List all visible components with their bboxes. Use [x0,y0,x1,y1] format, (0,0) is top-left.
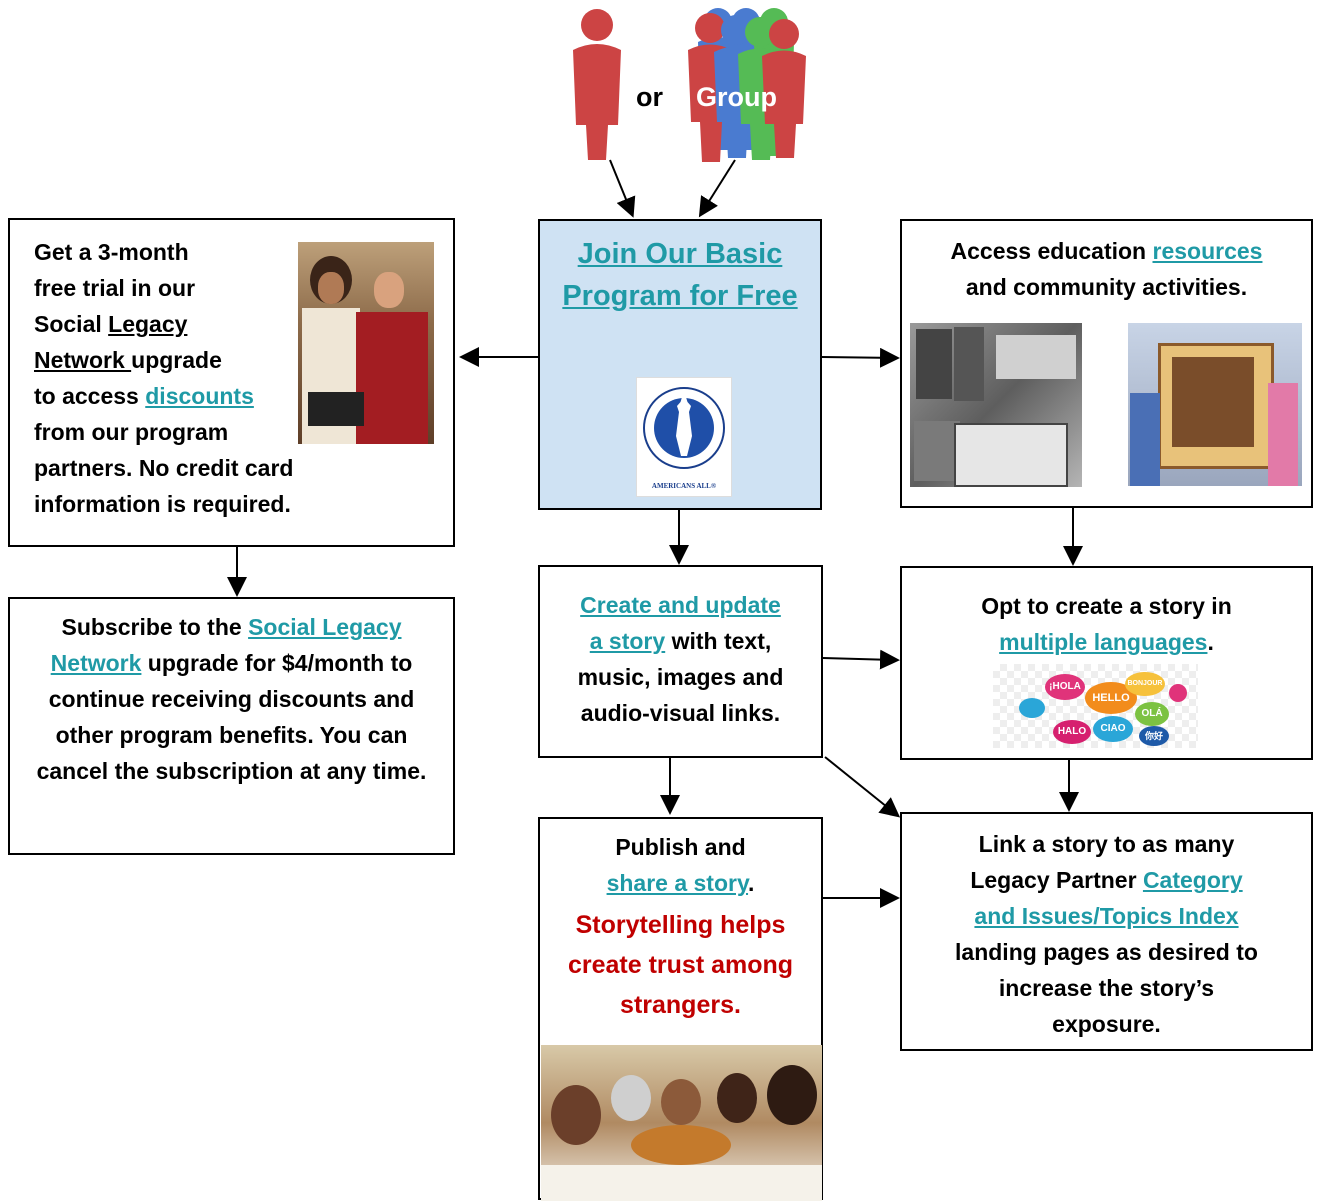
publish-period: . [748,870,755,896]
trial-line-6: from our program [34,419,229,445]
subscribe-box: Subscribe to the Social Legacy Network u… [8,597,455,855]
resources-line-2: and community activities. [965,274,1248,300]
trial-line-5: to access discounts [34,378,453,414]
link-line-2: Legacy Partner Category [902,862,1311,898]
language-bubbles-image: ¡HOLA HELLO BONJOUR OLÁ CIAO HALO 你好 [993,664,1198,748]
link-line-1: Link a story to as many [978,831,1235,857]
resources-line-1: Access education resources [902,233,1311,269]
trial-line-3-text: Social [34,311,109,337]
or-label: or [636,82,663,112]
link-line-4: landing pages as desired to increase the… [955,939,1258,1037]
trial-line-3: Social Legacy [34,306,453,342]
storytelling-message: Storytelling helps create trust among st… [567,911,794,1019]
create-line-1: Create and update [540,587,821,623]
bubble-ciao: CIAO [1093,716,1133,742]
legacy-link[interactable]: Legacy [108,311,188,337]
trial-line-7: partners. No credit card [34,455,294,481]
a-story-link[interactable]: a story [589,628,666,654]
share-story-link[interactable]: share a story [606,870,749,896]
create-line-2-text: with text, [665,628,772,654]
discounts-link[interactable]: discounts [145,383,254,409]
free-trial-box: Get a 3-month free trial in our Social L… [8,218,455,547]
languages-line-2: multiple languages. [902,624,1311,660]
cafe-staff-photo [298,242,434,444]
group-people-icon [688,8,806,162]
group-label: Group [696,82,777,112]
languages-period: . [1207,629,1214,655]
multiple-languages-link[interactable]: multiple languages [999,629,1208,655]
resources-text: Access education [950,238,1153,264]
create-line-4: audio-visual links. [580,700,781,726]
network-link[interactable]: Network [34,347,132,373]
create-story-box: Create and update a story with text, mus… [538,565,823,758]
trial-line-5-text: to access [34,383,146,409]
join-program-box: Join Our Basic Program for Free AMERICAN… [538,219,822,510]
arrow-create-to-languages [822,649,900,670]
social-legacy-link[interactable]: Social Legacy [248,614,402,640]
historical-collage-photo [910,323,1082,487]
link-line-2-text: Legacy Partner [970,867,1143,893]
bubble-nihao: 你好 [1139,726,1169,746]
bubble-halo: HALO [1053,720,1091,744]
students-exhibit-photo [1128,323,1302,486]
family-dinner-photo [541,1045,822,1201]
trial-line-2: free trial in our [34,275,196,301]
heritage-badge: AMERICANS ALL® [636,377,732,497]
publish-line-2: share a story. [540,865,821,901]
trial-line-4: Network upgrade [34,342,453,378]
arrow-join-to-resources [821,347,900,368]
category-link[interactable]: Category [1142,867,1243,893]
join-program-link[interactable]: Join Our Basic Program for Free [562,238,798,312]
create-line-3: music, images and [577,664,784,690]
create-line-2: a story with text, [540,623,821,659]
trial-line-8: information is required. [34,491,291,517]
publish-box: Publish and share a story. Storytelling … [538,817,823,1201]
languages-line-1: Opt to create a story in [981,593,1232,619]
trial-line-1: Get a 3-month [34,239,189,265]
people-figures [573,8,806,162]
resources-link[interactable]: resources [1152,238,1263,264]
arrow-create-to-link [824,756,901,818]
publish-line-1: Publish and [615,834,746,860]
subscribe-text-post: upgrade for $4/month to continue receivi… [36,650,427,784]
trial-line-4-text: upgrade [131,347,222,373]
bubble-hola: ¡HOLA [1045,674,1085,700]
bubble-ola: OLÁ [1135,702,1169,726]
link-line-3: and Issues/Topics Index [902,898,1311,934]
issues-topics-index-link[interactable]: and Issues/Topics Index [974,903,1239,929]
subscribe-text-pre: Subscribe to the [61,614,249,640]
resources-box: Access education resources and community… [900,219,1313,508]
languages-box: Opt to create a story in multiple langua… [900,566,1313,760]
badge-caption: AMERICANS ALL® [651,482,717,490]
bubble-bonjour: BONJOUR [1125,672,1165,696]
single-person-icon [573,9,621,160]
network-link-2[interactable]: Network [50,650,142,676]
link-story-box: Link a story to as many Legacy Partner C… [900,812,1313,1051]
create-update-link[interactable]: Create and update [580,592,781,618]
